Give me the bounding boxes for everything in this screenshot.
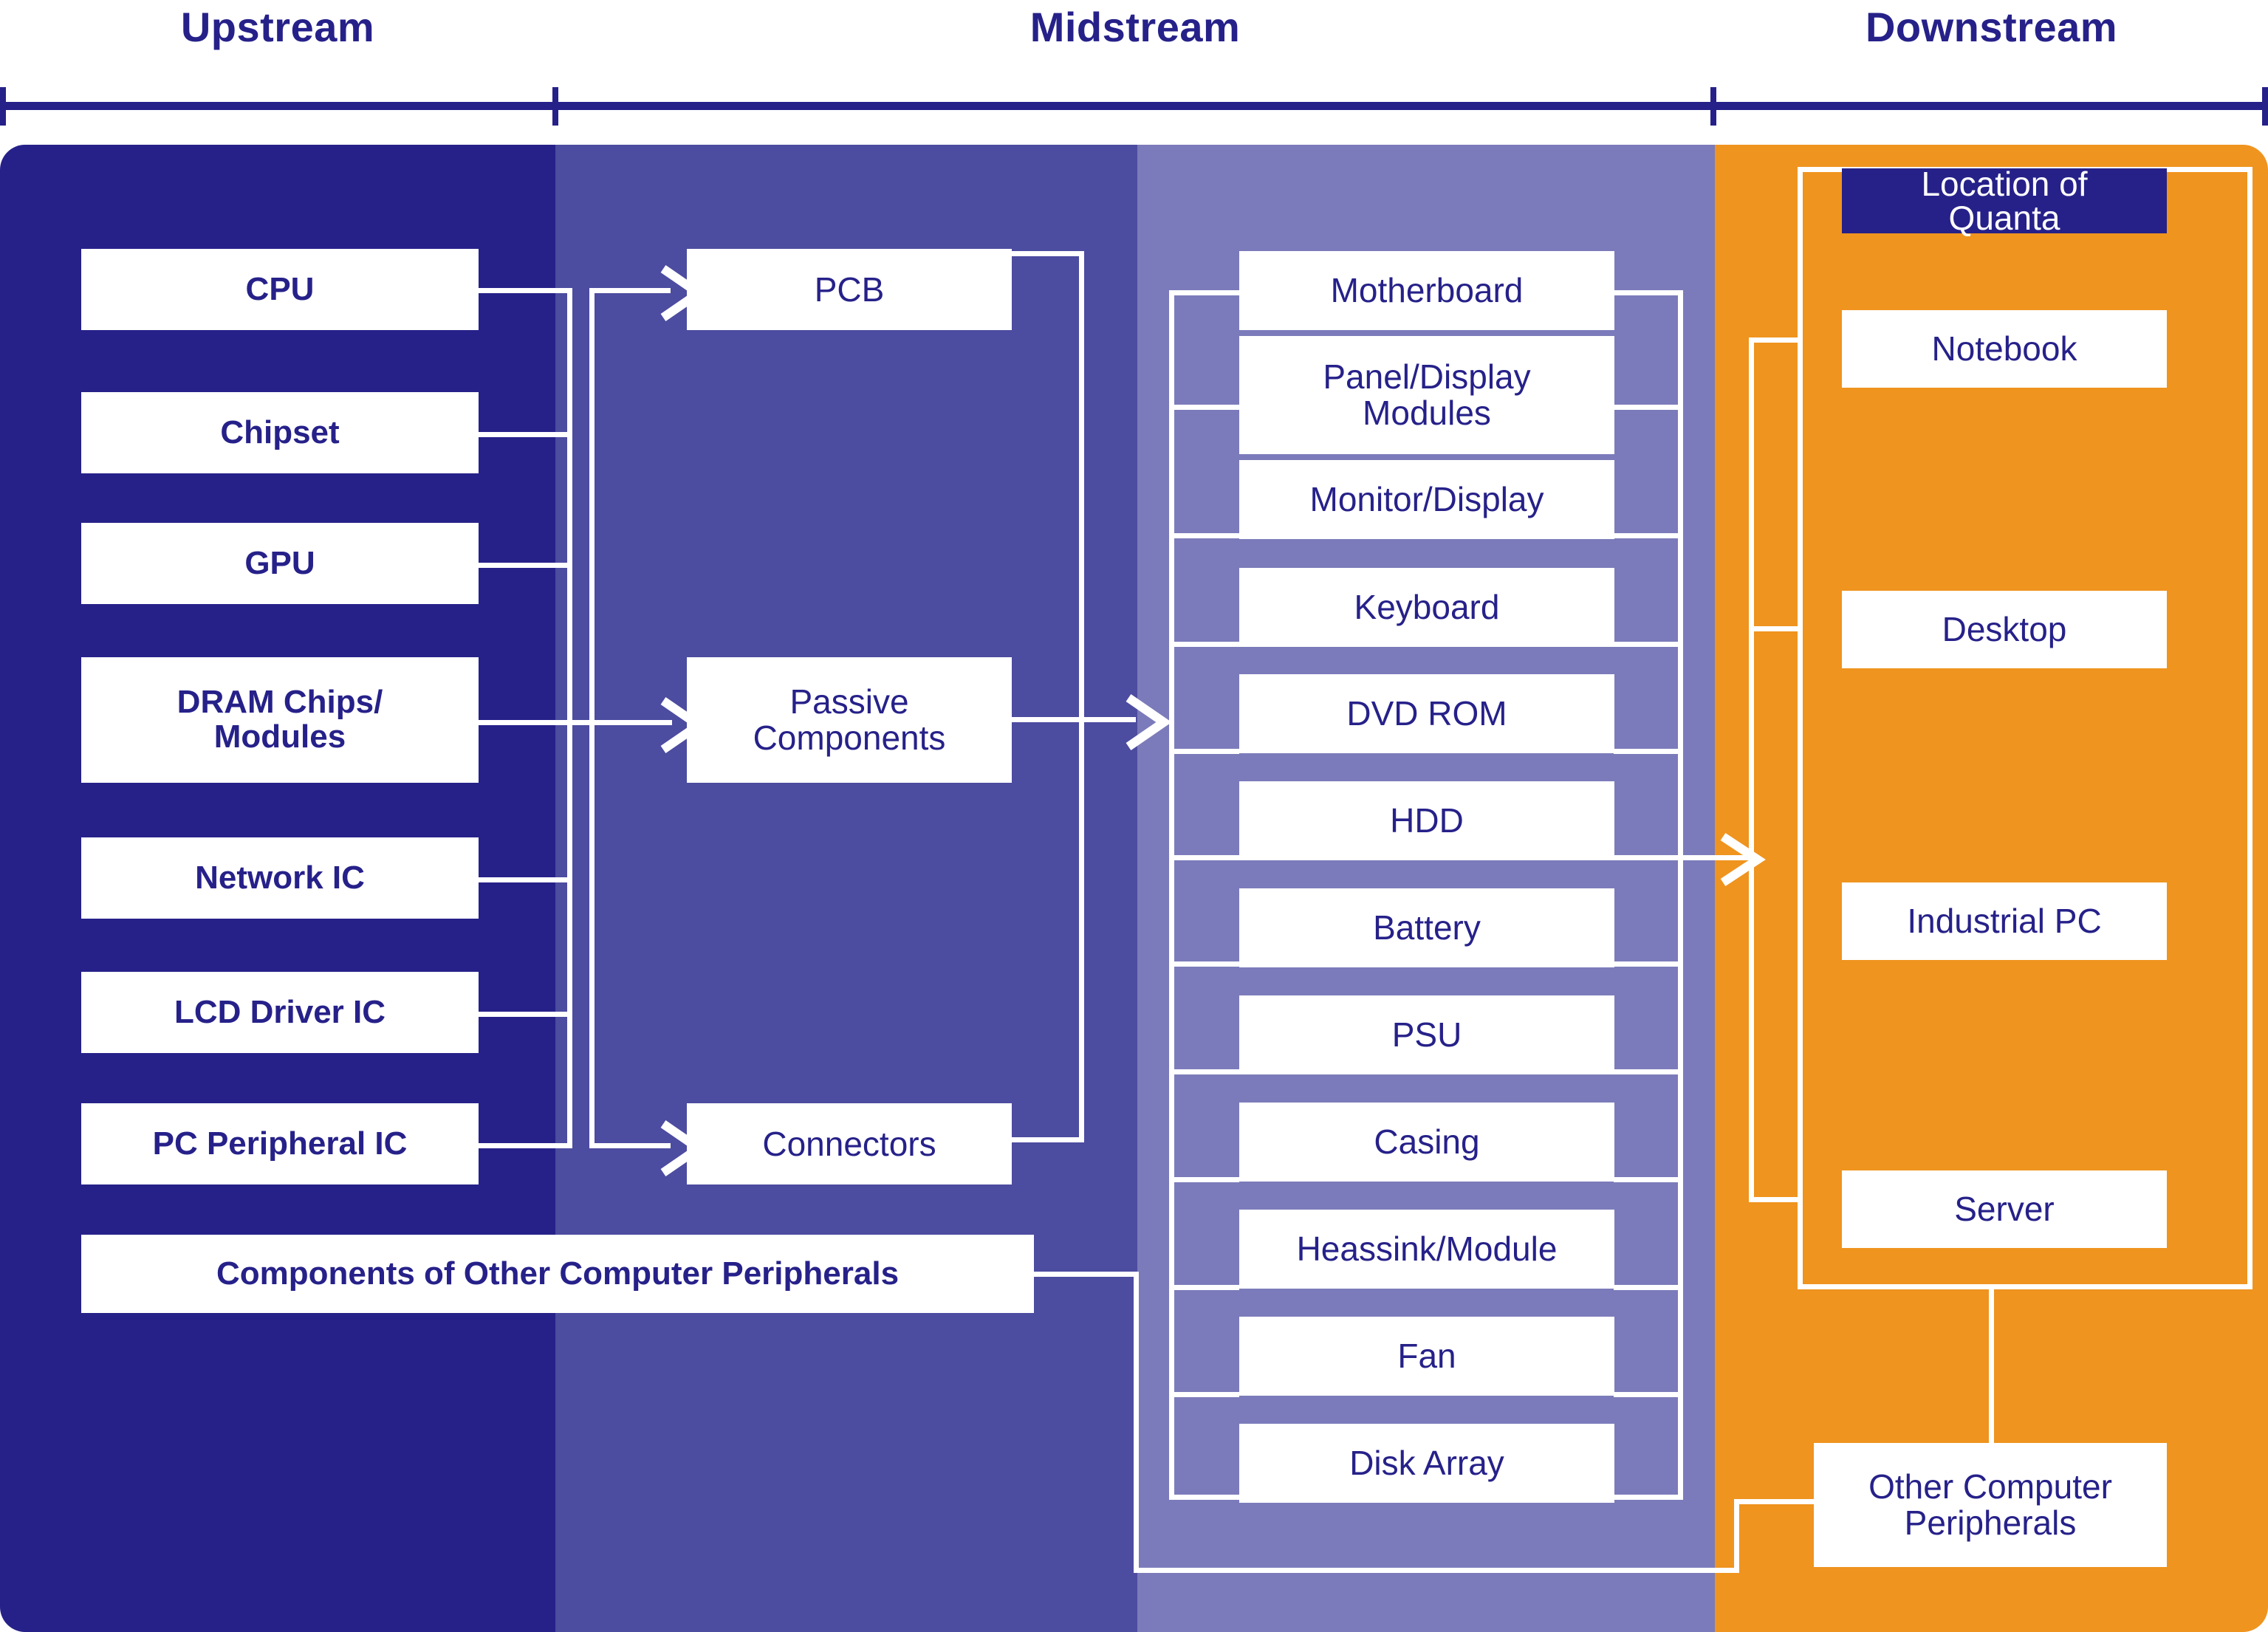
midstream-node-connectors[interactable]: Connectors [687,1103,1012,1184]
connector-rung-right-6 [1614,855,1683,860]
connector-rung-left-2 [1169,405,1239,410]
connector-pcperipheralic-stub [476,1143,572,1148]
downstream-feeder-stub-desktop [1749,626,1801,631]
component-node-hdd[interactable]: HDD [1239,781,1614,860]
connector-rung-left-8 [1169,1069,1239,1074]
arrowhead-to-downstream [1717,833,1769,886]
connector-bottom-rise [1734,1499,1739,1573]
band-midstream-materials [555,145,1137,1632]
component-node-disk-array[interactable]: Disk Array [1239,1424,1614,1503]
connector-upstream-bus [567,288,572,1148]
connector-materials-bus [1079,251,1084,1142]
downstream-badge-location-of-quanta: Location of Quanta [1842,167,2167,235]
axis-tick-end [2262,87,2268,126]
connector-rung-left-10 [1169,1285,1239,1290]
connector-rung-left-7 [1169,961,1239,967]
downstream-node-server[interactable]: Server [1842,1170,2167,1248]
axis-tick-midstream-downstream [1710,87,1716,126]
upstream-node-chipset[interactable]: Chipset [81,392,479,473]
downstream-frame-left [1798,167,1803,1289]
connector-passive-out [1010,717,1136,722]
connector-rung-left-1 [1169,290,1239,295]
connector-gpu-stub [476,563,572,568]
component-node-keyboard[interactable]: Keyboard [1239,568,1614,647]
connector-branch-to-pcb [589,288,671,293]
downstream-frame-bottom [1798,1284,2252,1289]
component-node-casing[interactable]: Casing [1239,1103,1614,1182]
component-node-panel-display-modules[interactable]: Panel/Display Modules [1239,336,1614,454]
midstream-node-pcb[interactable]: PCB [687,249,1012,330]
connector-other-components-out [1032,1272,1138,1277]
connector-rung-right-5 [1614,749,1683,754]
component-node-dvd-rom[interactable]: DVD ROM [1239,674,1614,753]
connector-cpu-stub [476,288,572,293]
connector-rung-right-11 [1614,1392,1683,1397]
component-node-heatsink-module[interactable]: Heassink/Module [1239,1210,1614,1289]
upstream-node-lcd-driver-ic[interactable]: LCD Driver IC [81,972,479,1053]
header-label-downstream: Downstream [1865,4,2118,50]
upstream-node-dram[interactable]: DRAM Chips/ Modules [81,657,479,783]
component-node-monitor-display[interactable]: Monitor/Display [1239,460,1614,539]
connector-branch-to-passive [476,720,672,725]
connector-rung-right-4 [1614,642,1683,647]
connector-components-right-rail [1678,290,1683,1500]
upstream-node-pc-peripheral-ic[interactable]: PC Peripheral IC [81,1103,479,1184]
connector-networkic-stub [476,877,572,882]
connector-rung-left-6 [1169,855,1239,860]
downstream-node-notebook[interactable]: Notebook [1842,310,2167,388]
connector-components-left-rail [1169,290,1174,1500]
connector-rung-left-3 [1169,533,1239,538]
downstream-node-other-computer-peripherals[interactable]: Other Computer Peripherals [1814,1443,2167,1567]
connector-rung-right-7 [1614,961,1683,967]
connector-other-components-drop [1134,1272,1139,1573]
connector-rung-right-3 [1614,533,1683,538]
component-node-battery[interactable]: Battery [1239,888,1614,967]
connector-rung-right-8 [1614,1069,1683,1074]
downstream-feeder-stub-notebook [1749,337,1801,343]
connector-rung-left-5 [1169,749,1239,754]
connector-rung-right-12 [1614,1495,1683,1500]
connector-chipset-stub [476,432,572,437]
connector-into-other-peripherals [1734,1499,1856,1504]
axis-baseline [0,102,2268,110]
connector-rung-right-1 [1614,290,1683,295]
downstream-frame-right [2247,167,2252,1289]
connector-connectors-out [1010,1137,1084,1142]
downstream-feeder-top [1749,337,1754,862]
arrowhead-to-components-column [1123,693,1174,751]
axis-tick-start [0,87,6,126]
connector-branch-to-connectors [589,1143,671,1148]
header-label-upstream: Upstream [180,4,375,50]
component-node-motherboard[interactable]: Motherboard [1239,251,1614,330]
connector-components-to-downstream [1678,855,1759,860]
midstream-node-passive-components[interactable]: Passive Components [687,657,1012,783]
component-node-fan[interactable]: Fan [1239,1317,1614,1396]
header-label-midstream: Midstream [1029,4,1241,50]
upstream-node-gpu[interactable]: GPU [81,523,479,604]
connector-upstream-branch-bus [589,288,595,1148]
connector-pcb-out [1010,251,1084,256]
axis-tick-upstream-midstream [552,87,558,126]
connector-rung-left-9 [1169,1177,1239,1182]
connector-lcddriveric-stub [476,1012,572,1017]
downstream-node-desktop[interactable]: Desktop [1842,591,2167,668]
downstream-feeder-rail [1749,855,1754,1202]
connector-rung-right-9 [1614,1177,1683,1182]
upstream-node-other-peripheral-components[interactable]: Components of Other Computer Peripherals [81,1235,1034,1313]
component-node-psu[interactable]: PSU [1239,995,1614,1074]
connector-frame-to-other-peripherals [1989,1284,1994,1443]
upstream-node-cpu[interactable]: CPU [81,249,479,330]
connector-bottom-run [1134,1568,1739,1573]
downstream-node-industrial-pc[interactable]: Industrial PC [1842,882,2167,960]
connector-rung-right-10 [1614,1285,1683,1290]
connector-rung-right-2 [1614,405,1683,410]
downstream-feeder-stub-server [1749,1197,1801,1202]
upstream-node-network-ic[interactable]: Network IC [81,837,479,919]
connector-rung-left-11 [1169,1392,1239,1397]
connector-rung-left-4 [1169,642,1239,647]
connector-rung-left-12 [1169,1495,1239,1500]
